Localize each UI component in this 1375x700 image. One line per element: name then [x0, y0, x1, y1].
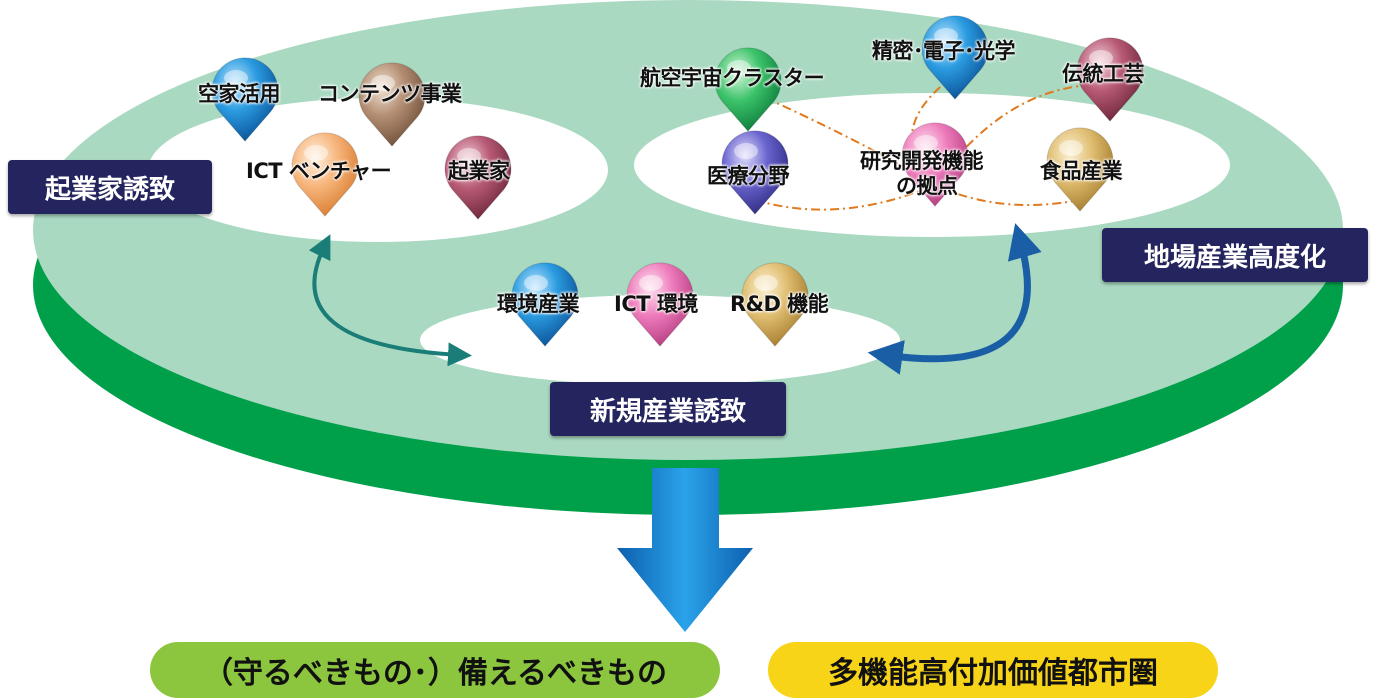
pin-label-ict-env: ICT 環境	[614, 292, 698, 316]
pin-rd-function-icon	[741, 262, 809, 347]
pin-label-contents: コンテンツ事業	[318, 82, 462, 106]
pin-traditional-icon	[1076, 37, 1144, 122]
outcome-left: （守るべきもの･）備えるべきもの	[150, 642, 720, 698]
pins-layer	[211, 15, 1144, 347]
pin-ict-env-icon	[626, 262, 694, 347]
big-down-arrow	[617, 468, 753, 632]
pin-label-medical: 医療分野	[707, 164, 790, 188]
arrow-local-to-new	[867, 223, 1042, 375]
region-label-new-industry: 新規産業誘致	[550, 382, 786, 436]
pin-aerospace-icon	[714, 47, 782, 132]
pin-label-rd-function: R&D 機能	[730, 292, 829, 316]
pin-label-entrepreneur: 起業家	[448, 159, 510, 183]
region-label-entrepreneur: 起業家誘致	[8, 160, 212, 214]
pin-medical-icon	[721, 130, 789, 215]
pin-label-ict-venture: ICT ベンチャー	[246, 159, 392, 183]
arrow-entrepreneur-to-new	[308, 234, 472, 367]
pin-label-rd-hub-2: の拠点	[896, 174, 958, 198]
entrepreneur-region	[148, 98, 608, 242]
region-label-local-industry: 地場産業高度化	[1102, 228, 1368, 282]
pin-rd-hub-icon	[901, 122, 969, 207]
pin-label-traditional: 伝統工芸	[1062, 62, 1145, 86]
pin-precision-icon	[921, 15, 989, 100]
pin-entrepreneur-icon	[444, 135, 512, 220]
pin-ict-venture-icon	[291, 132, 359, 217]
pin-label-food: 食品産業	[1040, 159, 1123, 183]
pin-label-precision: 精密･電子･光学	[872, 39, 1016, 63]
pin-akiya-icon	[211, 57, 279, 142]
pin-label-rd-hub-1: 研究開発機能	[860, 149, 984, 173]
pin-label-env-industry: 環境産業	[497, 292, 580, 316]
pin-label-akiya: 空家活用	[198, 82, 281, 106]
outcome-right: 多機能高付加価値都市圏	[768, 642, 1218, 698]
pin-env-industry-icon	[511, 262, 579, 347]
pin-label-aerospace: 航空宇宙クラスター	[640, 66, 825, 90]
pin-food-icon	[1046, 127, 1114, 212]
pin-contents-icon	[358, 62, 426, 147]
